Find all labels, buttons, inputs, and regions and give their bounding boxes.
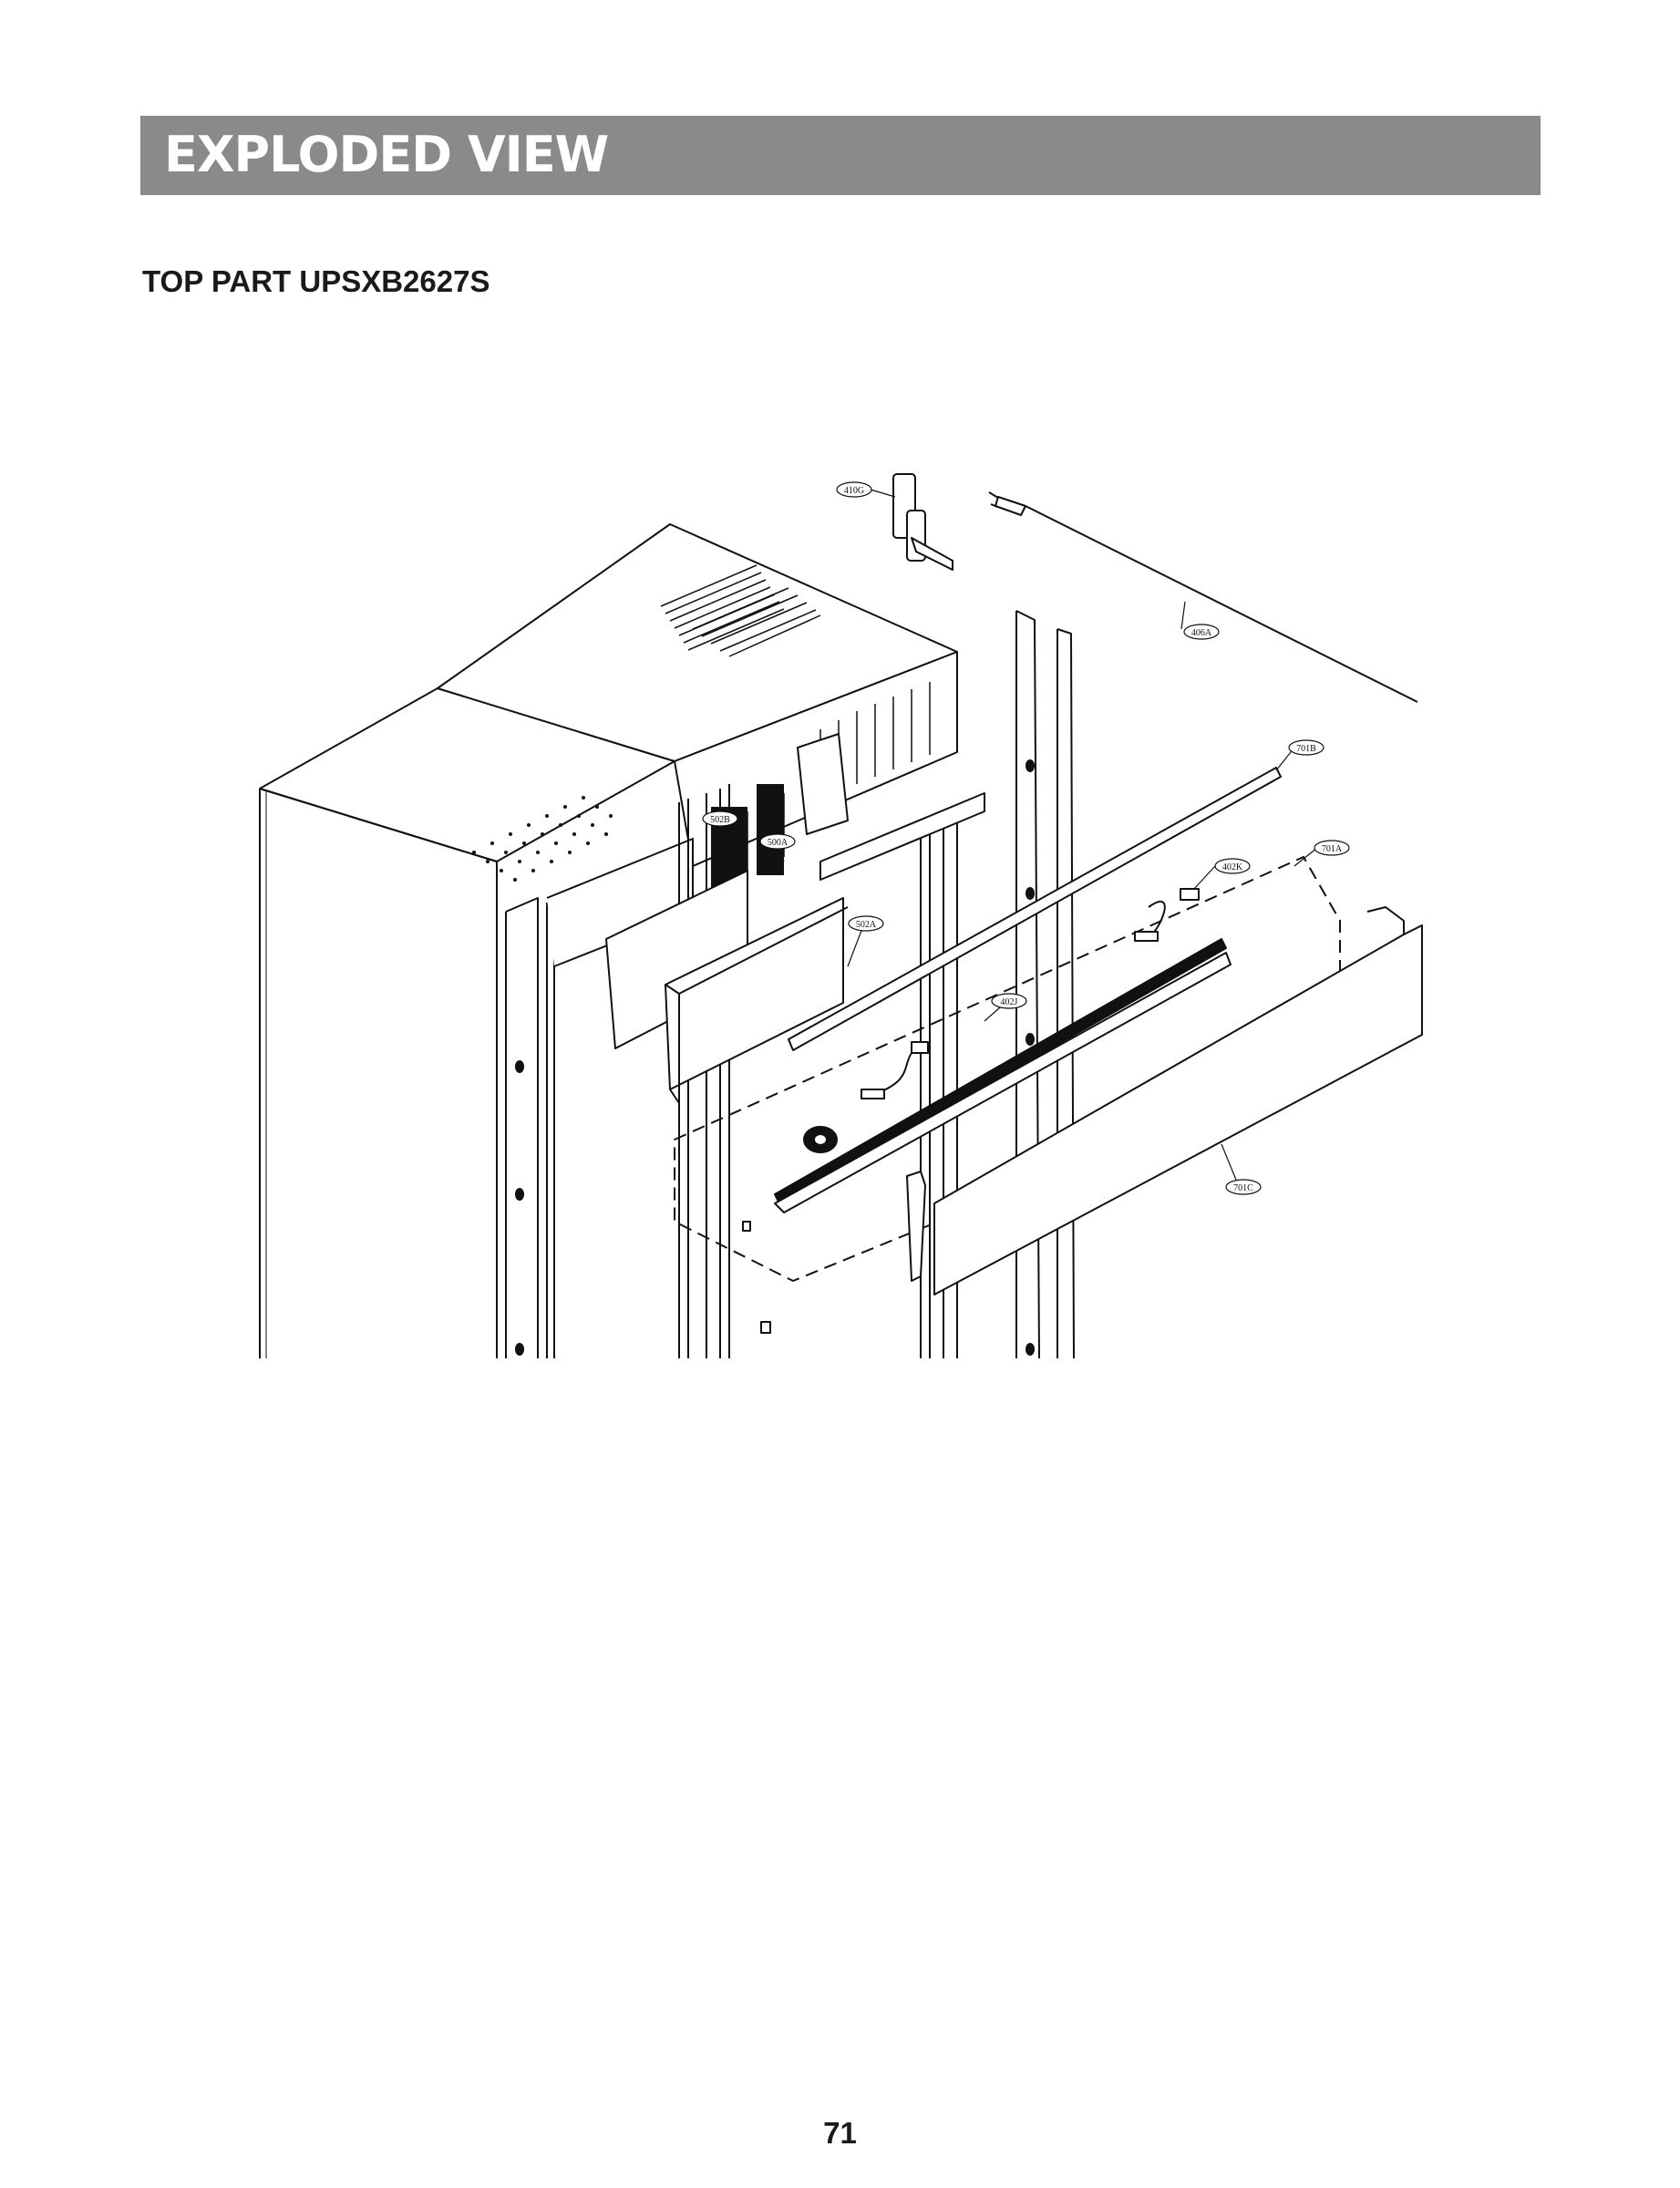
section-title: TOP PART UPSXB2627S — [142, 264, 490, 298]
mounting-plate-outline — [674, 856, 1341, 1282]
svg-text:402J: 402J — [1001, 997, 1018, 1007]
page-number: 71 — [823, 2116, 857, 2150]
front-cover-701c — [933, 924, 1423, 1295]
callout-502b: 502B — [702, 810, 738, 827]
callout-701a: 701A — [1314, 840, 1350, 856]
capacitor-410g — [892, 473, 953, 571]
top-vent — [660, 564, 821, 657]
callout-701b: 701B — [1288, 739, 1324, 756]
svg-text:500A: 500A — [768, 838, 788, 848]
page-title: EXPLODED VIEW — [164, 126, 609, 183]
left-front-rail — [505, 897, 539, 1358]
header-bar: EXPLODED VIEW — [140, 116, 1541, 195]
svg-text:410G: 410G — [844, 486, 864, 496]
svg-text:502A: 502A — [856, 920, 877, 930]
callout-406a: 406A — [1183, 624, 1220, 640]
svg-text:701C: 701C — [1233, 1183, 1253, 1193]
callout-410g: 410G — [836, 481, 872, 498]
svg-text:701B: 701B — [1296, 744, 1316, 754]
svg-text:502B: 502B — [710, 815, 730, 825]
callout-500a: 500A — [759, 833, 796, 850]
cabinet-left-side — [259, 788, 498, 1358]
bar-701b — [788, 767, 1282, 1051]
control-panel-502a — [665, 897, 844, 1090]
dot-vent — [472, 796, 613, 882]
svg-text:701A: 701A — [1322, 844, 1343, 854]
power-cord-406a — [1025, 505, 1418, 703]
svg-text:406A: 406A — [1191, 628, 1212, 638]
svg-text:402K: 402K — [1222, 862, 1243, 872]
rail-402j — [774, 938, 1227, 1204]
callout-502a: 502A — [848, 915, 884, 932]
callout-701c: 701C — [1225, 1179, 1262, 1195]
cable-lower — [874, 1052, 912, 1095]
callout-402k: 402K — [1214, 858, 1251, 874]
callout-402j: 402J — [991, 993, 1027, 1009]
